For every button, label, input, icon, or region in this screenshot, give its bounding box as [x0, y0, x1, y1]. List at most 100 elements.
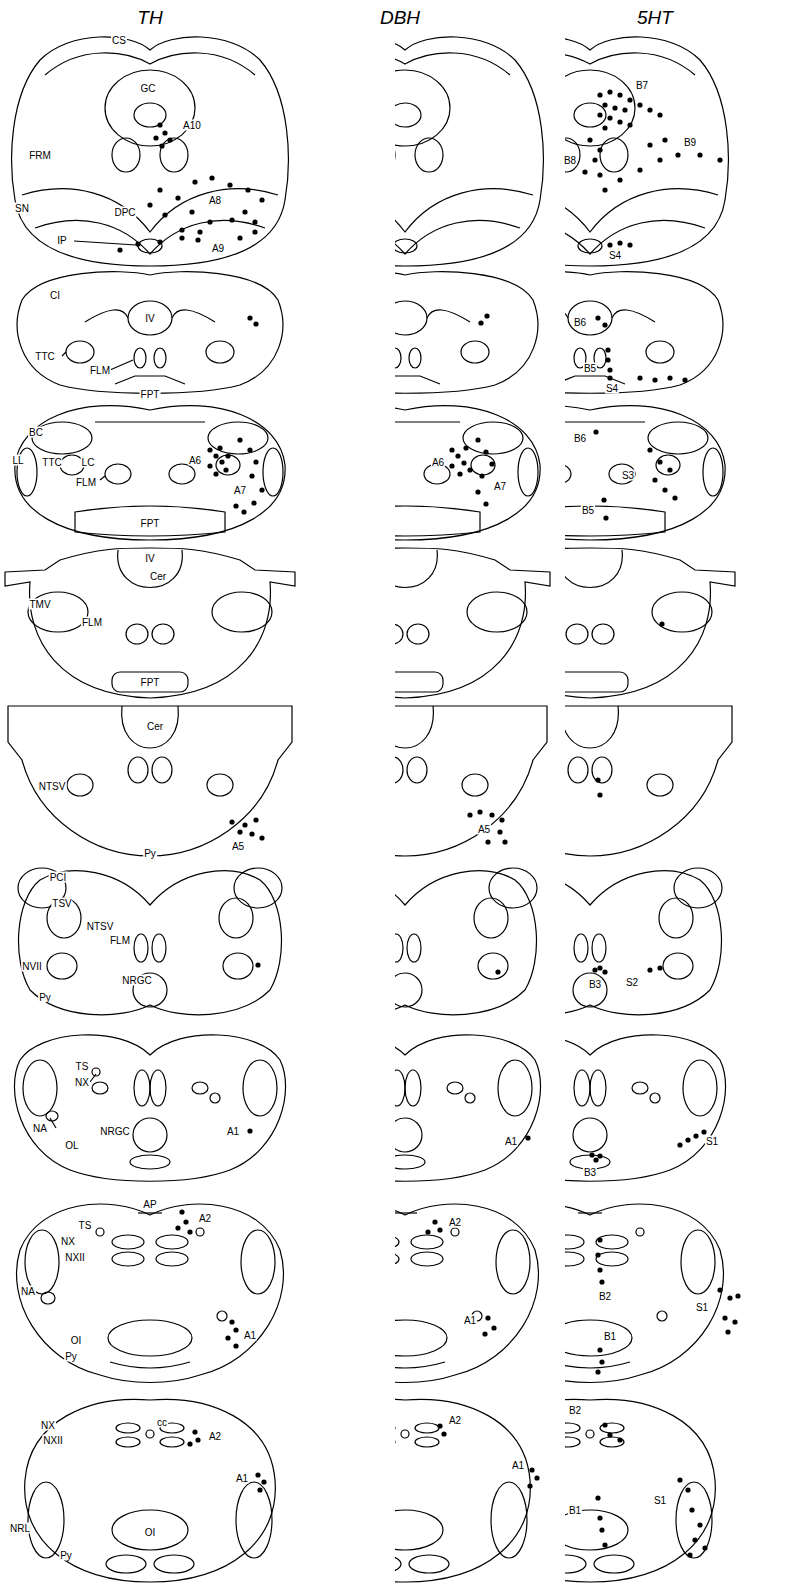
labeled-neuron-dot [157, 187, 162, 192]
section-outline [50, 241, 136, 1128]
labeled-neuron-dot [534, 1475, 539, 1480]
labeled-neuron-dot [259, 487, 264, 492]
region-label: LL [11, 455, 24, 466]
labeled-neuron-dot [227, 182, 232, 187]
region-label: A2 [198, 1213, 212, 1224]
labeled-neuron-dot [589, 1152, 594, 1157]
labeled-neuron-dot [597, 1153, 602, 1158]
section-outline [15, 406, 285, 540]
labeled-neuron-dot [667, 467, 672, 472]
region-label: NX [40, 1420, 56, 1431]
labeled-neuron-dot [249, 473, 254, 478]
labeled-neuron-dot [647, 967, 652, 972]
region-label: PCI [49, 872, 68, 883]
labeled-neuron-dot [732, 1319, 737, 1324]
region-label: OI [70, 1335, 83, 1346]
labeled-neuron-dot [612, 105, 617, 110]
region-label: SN [14, 203, 30, 214]
labeled-neuron-dot [237, 235, 242, 240]
labeled-neuron-dot [692, 1537, 697, 1542]
region-label: B3 [583, 1167, 597, 1178]
region-label: CS [111, 35, 127, 46]
section-outline [25, 1399, 276, 1582]
labeled-neuron-dot [597, 172, 602, 177]
labeled-neuron-dot [252, 219, 257, 224]
section-outline [395, 37, 550, 1582]
labeled-neuron-dot [233, 503, 238, 508]
labeled-neuron-dot [157, 239, 162, 244]
section-outline [395, 272, 538, 394]
region-label: TSV [51, 898, 72, 909]
labeled-neuron-dot [467, 812, 472, 817]
labeled-neuron-dot [605, 347, 610, 352]
labeled-neuron-dot [602, 1542, 607, 1547]
labeled-neuron-dot [157, 122, 162, 127]
labeled-neuron-dot [529, 1467, 534, 1472]
region-label: OI [144, 1527, 157, 1538]
region-label: S4 [608, 250, 622, 261]
labeled-neuron-dot [482, 1331, 487, 1336]
region-label: S1 [705, 1136, 719, 1147]
labeled-neuron-dot [233, 1327, 238, 1332]
labeled-neuron-dot [637, 375, 642, 380]
region-label: A1 [463, 1315, 477, 1326]
labeled-neuron-dot [477, 809, 482, 814]
labeled-neuron-dot [255, 1472, 260, 1477]
labeled-neuron-dot [527, 1483, 532, 1488]
labeled-neuron-dot [602, 1422, 607, 1427]
region-label: Py [59, 1550, 73, 1561]
labeled-neuron-dot [489, 812, 494, 817]
labeled-neuron-dot [682, 377, 687, 382]
region-label: A10 [182, 120, 202, 131]
labeled-neuron-dot [602, 322, 607, 327]
region-label: FPT [140, 389, 161, 400]
labeled-neuron-dot [153, 135, 158, 140]
labeled-neuron-dot [207, 447, 212, 452]
region-label: IP [56, 235, 67, 246]
labeled-neuron-dot [175, 195, 180, 200]
labeled-neuron-dot [162, 212, 167, 217]
labeled-neuron-dot [478, 320, 483, 325]
labeled-neuron-dot [717, 1287, 722, 1292]
labeled-neuron-dot [167, 137, 172, 142]
labeled-neuron-dot [253, 817, 258, 822]
labeled-neuron-dot [489, 461, 494, 466]
labeled-neuron-dot [525, 1135, 530, 1140]
section-outline [565, 406, 725, 540]
region-label: cc [156, 1417, 168, 1428]
labeled-neuron-dot [229, 217, 234, 222]
labeled-neuron-dot [247, 447, 252, 452]
region-label: B3 [588, 979, 602, 990]
labeled-neuron-dot [225, 453, 230, 458]
region-label: BC [28, 427, 44, 438]
region-label: OL [64, 1140, 79, 1151]
region-label: B5 [581, 505, 595, 516]
labeled-neuron-dot [483, 501, 488, 506]
section-outline [565, 548, 735, 698]
labeled-neuron-dot [702, 1545, 707, 1550]
labeled-neuron-dot [685, 1487, 690, 1492]
labeled-neuron-dot [659, 621, 664, 626]
labeled-neuron-dot [617, 119, 622, 124]
labeled-neuron-dot [697, 152, 702, 157]
labeled-neuron-dot [192, 1429, 197, 1434]
labeled-neuron-dot [179, 1209, 184, 1214]
labeled-neuron-dot [677, 1477, 682, 1482]
labeled-neuron-dot [602, 125, 607, 130]
column-heading: TH [136, 7, 163, 29]
labeled-neuron-dot [602, 102, 607, 107]
labeled-neuron-dot [622, 107, 627, 112]
region-label: FLM [81, 617, 103, 628]
labeled-neuron-dot [607, 375, 612, 380]
labeled-neuron-dot [229, 819, 234, 824]
section-outline [565, 706, 732, 856]
labeled-neuron-dot [617, 92, 622, 97]
labeled-neuron-dot [179, 227, 184, 232]
labeled-neuron-dot [502, 839, 507, 844]
labeled-neuron-dot [697, 1522, 702, 1527]
labeled-neuron-dot [647, 107, 652, 112]
labeled-neuron-dot [647, 142, 652, 147]
labeled-neuron-dot [597, 792, 602, 797]
labeled-neuron-dot [209, 175, 214, 180]
section-outline [395, 1399, 530, 1582]
